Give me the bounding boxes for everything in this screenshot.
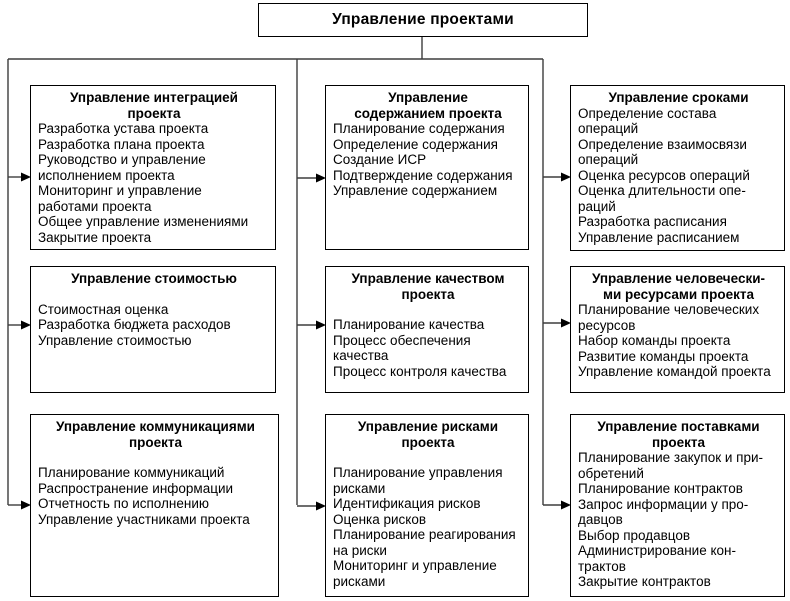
box-title: Управление человечески- ми ресурсами про… [591, 271, 766, 302]
box-item: Подтверждение содержания [333, 167, 513, 183]
box-title: Управление стоимостью [71, 271, 237, 286]
box-title: Управление рисками проекта [357, 419, 499, 450]
box-item: Мониторинг и управление работами проекта [38, 183, 202, 214]
box-item: Планирование коммуникаций [38, 465, 225, 480]
arrowhead-icon [21, 320, 31, 330]
box-item: Развитие команды проекта [578, 348, 749, 364]
box-item: Планирование качества [333, 317, 485, 332]
box-item: Стоимостная оценка [38, 301, 169, 317]
box-title: Управление качеством проекта [351, 271, 505, 302]
box-item: Оценка длительности опе- раций [578, 183, 746, 214]
box-item: Разработка плана проекта [38, 136, 205, 152]
box-item: Процесс контроля качества [333, 363, 507, 379]
arrowhead-icon [21, 500, 31, 510]
box-item: Управление командой проекта [578, 364, 771, 379]
box-item: Планирование контрактов [578, 481, 743, 496]
box-item: Определение взаимосвязи операций [578, 136, 747, 168]
branch-arrows [8, 176, 563, 507]
box-item: Управление содержанием [333, 183, 498, 198]
arrowheads [21, 172, 571, 511]
box-item: Планирование человеческих ресурсов [578, 302, 760, 333]
box-item: Оценка ресурсов операций [578, 167, 750, 183]
box-integration-management: Управление интеграцией проекта Разработк… [30, 85, 276, 250]
box-item: Администрирование кон- трактов [578, 543, 736, 574]
box-quality-management: Управление качеством проекта Планировани… [325, 266, 529, 393]
box-item: Идентификация рисков [333, 496, 481, 511]
box-item: Закрытие проекта [38, 229, 152, 245]
box-item: Управление стоимостью [38, 332, 192, 348]
box-item: Набор команды проекта [578, 333, 731, 348]
box-title: Управление сроками [608, 90, 749, 105]
root-title: Управление проектами [332, 11, 514, 28]
box-item: Планирование закупок и при- обретений [578, 450, 764, 481]
box-item: Разработка бюджета расходов [38, 317, 231, 332]
box-time-management: Управление сроками Определение состава о… [570, 85, 785, 251]
box-cost-management: Управление стоимостью Стоимостная оценка… [30, 266, 276, 393]
arrowhead-icon [561, 318, 571, 328]
box-item: Запрос информации у про- давцов [578, 496, 749, 528]
box-item: Создание ИСР [333, 152, 427, 167]
arrowhead-icon [561, 500, 571, 510]
box-item: Общее управление изменениями [38, 214, 249, 229]
box-item: Руководство и управление исполнением про… [38, 152, 206, 183]
box-title: Управление интеграцией проекта [70, 90, 238, 121]
box-item: Отчетность по исполнению [38, 496, 209, 511]
box-item: Управление расписанием [578, 229, 740, 245]
box-item: Оценка рисков [333, 511, 427, 527]
arrowhead-icon [316, 501, 326, 511]
box-human-resources-management: Управление человечески- ми ресурсами про… [570, 266, 785, 393]
box-item: Определение содержания [333, 136, 498, 152]
box-item: Планирование управления рисками [333, 465, 503, 496]
root-box-project-management: Управление проектами [258, 3, 588, 37]
box-item: Закрытие контрактов [578, 574, 711, 589]
box-item: Разработка устава проекта [38, 121, 209, 136]
tree-trunk [7, 36, 544, 505]
box-item: Распространение информации [38, 480, 234, 496]
box-title: Управление коммуникациями проекта [56, 419, 255, 450]
box-item: Планирование содержания [333, 121, 505, 136]
arrowhead-icon [316, 320, 326, 330]
box-risk-management: Управление рисками проекта Планирование … [325, 414, 529, 597]
box-item: Определение состава операций [578, 105, 717, 137]
box-item: Планирование реагирования на риски [333, 527, 516, 558]
box-procurement-management: Управление поставками проекта Планирован… [570, 414, 785, 597]
box-item: Управление участниками проекта [38, 511, 250, 527]
box-item: Выбор продавцов [578, 527, 691, 543]
arrowhead-icon [316, 173, 326, 183]
arrowhead-icon [561, 172, 571, 182]
box-item: Процесс обеспечения качества [333, 332, 471, 364]
box-item: Разработка расписания [578, 214, 727, 229]
box-title: Управление содержанием проекта [354, 90, 502, 121]
box-title: Управление поставками проекта [597, 419, 760, 450]
box-item: Мониторинг и управление рисками [333, 558, 497, 589]
arrowhead-icon [21, 172, 31, 182]
box-scope-management: Управление содержанием проекта Планирова… [325, 85, 529, 250]
box-communications-management: Управление коммуникациями проекта Планир… [30, 414, 279, 597]
